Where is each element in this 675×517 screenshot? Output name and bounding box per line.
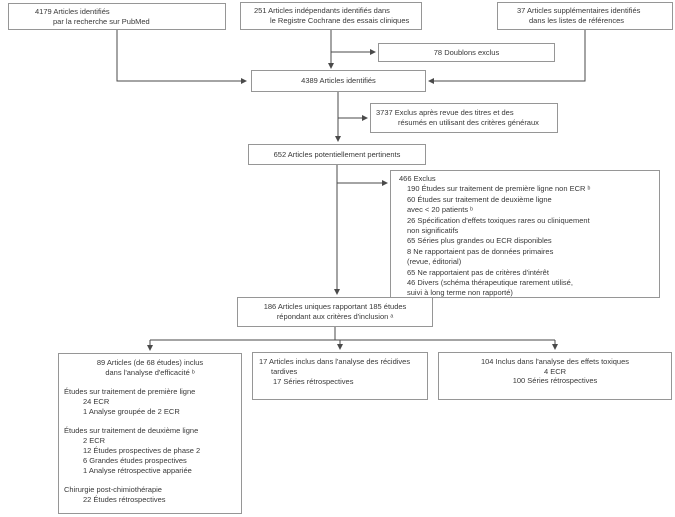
efficacy-group-second-line: Études sur traitement de deuxième ligne …	[59, 426, 241, 476]
box-efficacy-analysis: 89 Articles (de 68 études) inclus dans l…	[58, 353, 242, 514]
group-title: Études sur traitement de première ligne	[64, 387, 196, 396]
exclusion-item: 60 Études sur traitement de deuxième lig…	[407, 194, 552, 204]
box-text-line: résumés en utilisant des critères généra…	[398, 117, 539, 127]
box-text-line: tardives	[271, 366, 298, 376]
box-excluded-title-abstract: 3737 Exclus après revue des titres et de…	[370, 103, 558, 133]
box-text-line: 17 Articles inclus dans l'analyse des ré…	[259, 357, 411, 366]
group-item: 6 Grandes études prospectives	[83, 456, 187, 465]
group-item: 1 Analyse rétrospective appariée	[83, 466, 192, 475]
box-text-line: le Registre Cochrane des essais clinique…	[270, 15, 410, 25]
box-cochrane-identified: 251 Articles indépendants identifiés dan…	[240, 2, 422, 30]
exclusion-item: 46 Divers (schéma thérapeutique rarement…	[407, 278, 573, 288]
box-text-line: par la recherche sur PubMed	[53, 16, 150, 26]
box-text-line: 17 Séries rétrospectives	[273, 377, 354, 386]
box-text-line: répondant aux critères d'inclusion ᵃ	[276, 311, 394, 321]
group-title: Études sur traitement de deuxième ligne	[64, 426, 199, 435]
group-item: 2 ECR	[83, 436, 106, 445]
box-toxicity-analysis: 104 Inclus dans l'analyse des effets tox…	[438, 352, 672, 400]
exclusion-item: 8 Ne rapportaient pas de données primair…	[407, 246, 554, 256]
box-included-unique-articles: 186 Articles uniques rapportant 185 étud…	[237, 297, 433, 327]
box-late-relapse-analysis: 17 Articles inclus dans l'analyse des ré…	[252, 352, 428, 400]
box-articles-identified: 4389 Articles identifiés	[251, 70, 426, 92]
efficacy-heading-line: 89 Articles (de 68 études) inclus	[96, 358, 204, 367]
group-item: 24 ECR	[83, 397, 110, 406]
group-title: Chirurgie post-chimiothérapie	[64, 485, 162, 494]
box-text-line: 104 Inclus dans l'analyse des effets tox…	[480, 357, 630, 366]
box-excluded-466: 466 Exclus 190 Études sur traitement de …	[390, 170, 660, 298]
efficacy-group-first-line: Études sur traitement de première ligne …	[59, 387, 241, 417]
efficacy-group-surgery: Chirurgie post-chimiothérapie 22 Études …	[59, 485, 241, 505]
exclusion-item: (revue, éditorial)	[407, 257, 462, 267]
efficacy-heading-line: dans l'analyse d'efficacité ᵇ	[105, 368, 195, 377]
box-text-line: 4179 Articles identifiés	[35, 7, 110, 16]
box-text-line: 186 Articles uniques rapportant 185 étud…	[263, 302, 407, 311]
box-text-line: 100 Séries rétrospectives	[512, 376, 598, 385]
exclusion-item: 65 Ne rapportaient pas de critères d'int…	[407, 267, 549, 277]
group-item: 12 Études prospectives de phase 2	[83, 446, 201, 455]
exclusion-item: 65 Séries plus grandes ou ECR disponible…	[407, 236, 552, 246]
box-reference-lists: 37 Articles supplémentaires identifiés d…	[497, 2, 673, 30]
box-text-line: 78 Doublons exclus	[433, 48, 500, 57]
exclusion-item: 190 Études sur traitement de première li…	[407, 184, 591, 194]
exclusion-item: avec < 20 patients ᵇ	[407, 205, 473, 215]
exclusion-item: suivi à long terme non rapporté)	[407, 288, 513, 298]
box-text-line: 4389 Articles identifiés	[301, 76, 376, 85]
box-text-line: 251 Articles indépendants identifiés dan…	[254, 6, 390, 15]
box-text-line: dans les listes de références	[529, 15, 625, 25]
group-item: 22 Études rétrospectives	[83, 495, 166, 504]
box-text-line: 37 Articles supplémentaires identifiés	[517, 6, 641, 15]
box-pubmed-identified: 4179 Articles identifiés par la recherch…	[8, 3, 226, 30]
box-text-line: 4 ECR	[543, 366, 567, 376]
exclusions-heading: 466 Exclus	[399, 174, 436, 183]
exclusion-item: 26 Spécification d'effets toxiques rares…	[407, 215, 590, 225]
box-potentially-relevant: 652 Articles potentiellement pertinents	[248, 144, 426, 165]
box-text-line: 652 Articles potentiellement pertinents	[273, 150, 401, 159]
box-text-line: 3737 Exclus après revue des titres et de…	[376, 108, 514, 117]
box-duplicates-excluded: 78 Doublons exclus	[378, 43, 555, 62]
exclusion-item: non significatifs	[407, 226, 459, 236]
group-item: 1 Analyse groupée de 2 ECR	[83, 407, 180, 416]
